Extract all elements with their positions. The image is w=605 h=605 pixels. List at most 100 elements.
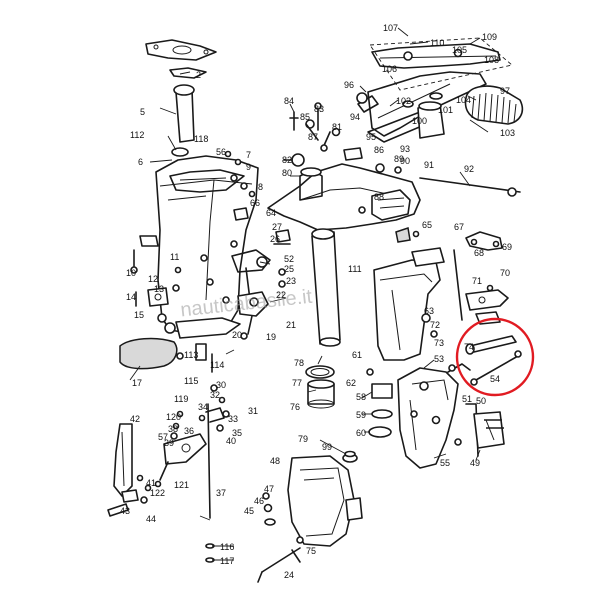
part-label: 58 (356, 392, 366, 402)
part-label: 39 (164, 438, 174, 448)
part-label: 99 (322, 442, 332, 452)
part-label: 117 (220, 556, 234, 566)
part-label: 114 (210, 360, 224, 370)
part-label: 52 (284, 254, 294, 264)
part-label: 110 (430, 38, 444, 48)
part-label: 35 (232, 428, 242, 438)
part-label: 44 (146, 514, 156, 524)
tilt-pin-highlighted (455, 317, 535, 397)
part-label: 77 (292, 378, 302, 388)
part-label: 65 (422, 220, 432, 230)
part-label: 97 (500, 86, 510, 96)
part-label: 79 (298, 434, 308, 444)
part-label: 23 (286, 276, 296, 286)
part-label: 36 (184, 426, 194, 436)
part-label: 5 (140, 107, 145, 117)
part-label: 113 (184, 350, 198, 360)
part-label: 61 (352, 350, 362, 360)
part-label: 86 (374, 145, 384, 155)
part-label: 53 (434, 354, 444, 364)
part-label: 17 (132, 378, 142, 388)
part-label: 120 (166, 412, 181, 422)
part-label: 105 (452, 45, 467, 55)
part-label: 22 (276, 290, 286, 300)
part-label: 37 (216, 488, 226, 498)
highlight-circle (455, 317, 535, 397)
part-label: 72 (430, 320, 440, 330)
part-label: 57 (158, 432, 168, 442)
part-label: 60 (356, 428, 366, 438)
part-label: 67 (454, 222, 464, 232)
part-label: 94 (350, 112, 360, 122)
part-label: 30 (216, 380, 226, 390)
part-label: 122 (150, 488, 165, 498)
part-label: 81 (332, 122, 342, 132)
part-label: 10 (126, 268, 136, 278)
part-label: 49 (470, 458, 480, 468)
part-label: 54 (490, 374, 500, 384)
exhaust-housing (145, 39, 259, 339)
stern-bracket-tube (305, 228, 341, 409)
part-label: 116 (220, 542, 234, 552)
shift-lever-lower (107, 384, 230, 563)
part-label: 33 (228, 414, 238, 424)
left-small-parts (119, 235, 213, 373)
part-label: 63 (424, 306, 434, 316)
part-label: 104 (456, 95, 471, 105)
part-label: 89 (394, 154, 404, 164)
part-label: 83 (314, 104, 324, 114)
steering-hardware (283, 102, 521, 197)
part-label: 40 (226, 436, 236, 446)
part-label: 42 (130, 414, 140, 424)
part-label: 70 (500, 268, 510, 278)
part-label: 112 (130, 130, 144, 140)
part-label: 71 (472, 276, 482, 286)
part-label: 75 (306, 546, 316, 556)
part-label: 118 (194, 134, 208, 144)
part-label: 34 (198, 402, 208, 412)
part-label: 88 (374, 192, 384, 202)
part-label: 109 (482, 32, 497, 42)
part-label: 87 (308, 132, 318, 142)
part-label: 8 (258, 182, 263, 192)
part-label: 111 (348, 264, 362, 274)
steering-bracket-lower (287, 450, 363, 547)
part-label: 119 (174, 394, 188, 404)
part-label: 32 (210, 390, 220, 400)
part-label: 19 (266, 332, 276, 342)
tiller-handle-assembly (356, 37, 524, 143)
part-label: 74 (464, 342, 474, 352)
clamp-bracket (366, 227, 445, 438)
part-label: 106 (382, 64, 397, 74)
part-label: 9 (246, 162, 251, 172)
part-label: 92 (464, 164, 474, 174)
part-label: 69 (502, 242, 512, 252)
part-label: 101 (438, 105, 453, 115)
part-label: 95 (366, 132, 376, 142)
part-label: 41 (146, 478, 156, 488)
part-label: 50 (476, 396, 486, 406)
watermark: nauticabasile.it (179, 286, 313, 322)
part-label: 103 (500, 128, 515, 138)
part-label: 14 (126, 292, 136, 302)
part-label: 6 (138, 157, 143, 167)
part-label: 62 (346, 378, 356, 388)
part-label: 82 (282, 155, 292, 165)
part-label: 64 (266, 208, 276, 218)
part-label: 76 (290, 402, 300, 412)
part-label: 13 (154, 284, 164, 294)
part-label: 90 (400, 156, 410, 166)
lower-centre-hardware (257, 492, 304, 583)
part-label: 26 (270, 234, 280, 244)
part-label: 85 (300, 112, 310, 122)
part-label: 46 (254, 496, 264, 506)
part-label: 15 (134, 310, 144, 320)
part-label: 80 (282, 168, 292, 178)
part-labels: 107 110 109 105 108 106 96 102 104 97 10… (120, 23, 515, 580)
leader-lines (129, 27, 489, 561)
part-label: 108 (484, 55, 499, 65)
part-label: 91 (424, 160, 434, 170)
part-label: 73 (434, 338, 444, 348)
part-label: 31 (248, 406, 258, 416)
